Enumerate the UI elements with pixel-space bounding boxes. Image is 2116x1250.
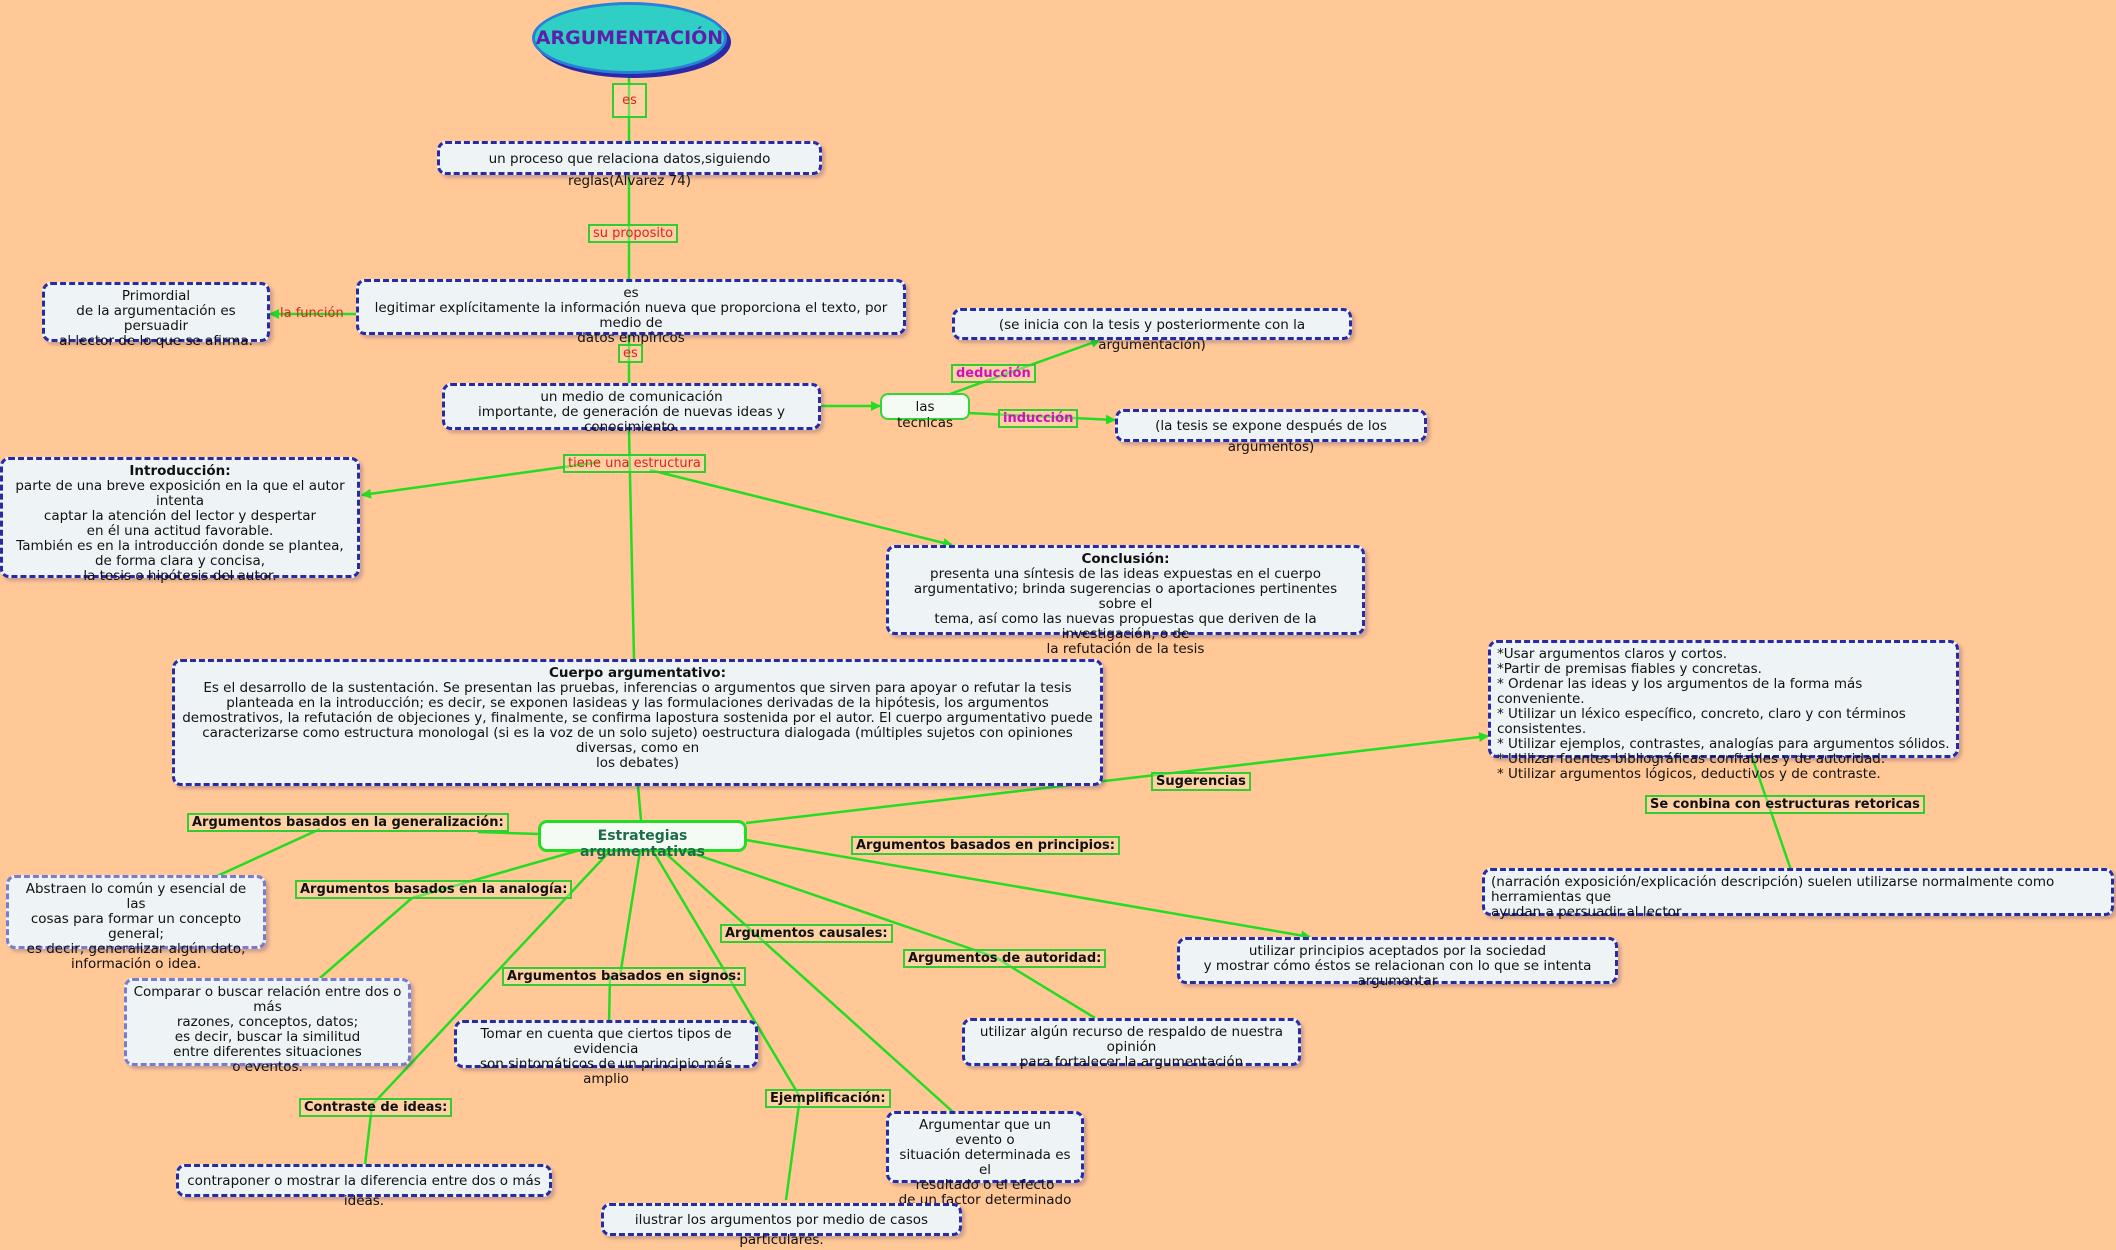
connector (784, 1096, 802, 1201)
connector (411, 848, 581, 900)
connector (745, 732, 1489, 825)
connector (636, 785, 643, 821)
connector (361, 460, 601, 499)
conclusion-body: presenta una síntesis de las ideas expue… (913, 566, 1338, 657)
node-contraste: contraponer o mostrar la diferencia entr… (176, 1164, 552, 1209)
node-analogia: Comparar o buscar relación entre dos o m… (124, 978, 411, 1075)
label-signos: Argumentos basados en signos: (502, 967, 747, 986)
label-la-funcion: la función (280, 306, 344, 321)
node-las-tecnicas: las tecnicas (880, 393, 970, 431)
intro-body: parte de una breve exposición en la que … (15, 478, 345, 584)
node-primordial: Primordial de la argumentación es persua… (42, 282, 270, 349)
node-autoridad: utilizar algún recurso de respaldo de nu… (962, 1018, 1301, 1070)
node-conclusion: Conclusión: presenta una síntesis de las… (886, 545, 1365, 657)
connector (627, 429, 636, 660)
node-medio: un medio de comunicación importante, de … (442, 383, 821, 435)
node-retoricas: (narración exposición/explicación descri… (1482, 868, 2114, 920)
connector (618, 850, 642, 977)
label-causales: Argumentos causales: (720, 924, 893, 943)
node-causales: Argumentar que un evento o situación det… (886, 1111, 1084, 1208)
label-es: es (612, 83, 647, 118)
label-induccion: inducción (998, 409, 1079, 428)
connector (214, 827, 321, 879)
node-ejemplificacion: ilustrar los argumentos por medio de cas… (601, 1203, 962, 1248)
label-tiene-una-estructura: tiene una estructura (563, 454, 706, 473)
connector (949, 338, 1101, 396)
label-es-2: es (618, 344, 643, 363)
node-induccion: (la tesis se expone después de los argum… (1115, 409, 1427, 455)
node-signos: Tomar en cuenta que ciertos tipos de evi… (454, 1020, 758, 1087)
cuerpo-body: Es el desarrollo de la sustentación. Se … (182, 680, 1093, 771)
connector (649, 468, 953, 548)
connector (477, 830, 540, 836)
label-ejemplificacion: Ejemplificación: (765, 1089, 891, 1108)
intro-title: Introducción: (129, 463, 231, 479)
connector (651, 850, 802, 1098)
node-proceso: un proceso que relaciona datos,siguiendo… (437, 141, 822, 189)
node-introduccion: Introducción: parte de una breve exposic… (0, 457, 360, 584)
node-deduccion: (se inicia con la tesis y posteriormente… (952, 308, 1352, 353)
cuerpo-title: Cuerpo argumentativo: (549, 665, 726, 681)
main-title: ARGUMENTACIÓN (532, 2, 727, 74)
node-generalizacion: Abstraen lo común y esencial de las cosa… (6, 875, 266, 972)
connector (967, 411, 1116, 425)
label-principios: Argumentos basados en principios: (851, 836, 1120, 855)
label-analogia: Argumentos basados en la analogía: (295, 880, 573, 899)
node-cuerpo-argumentativo: Cuerpo argumentativo: Es el desarrollo d… (172, 659, 1103, 786)
label-deduccion: deducción (951, 364, 1036, 383)
label-se-conbina: Se conbina con estructuras retoricas (1645, 795, 1925, 814)
label-sugerencias: Sugerencias (1151, 772, 1251, 791)
connector (319, 897, 413, 979)
node-legitimar: es legitimar explícitamente la informaci… (356, 279, 906, 346)
node-sugerencias: *Usar argumentos claros y cortos. *Parti… (1488, 640, 1959, 782)
node-principios: utilizar principios aceptados por la soc… (1177, 937, 1618, 989)
label-autoridad: Argumentos de autoridad: (903, 949, 1107, 968)
label-generalizacion: Argumentos basados en la generalización: (187, 813, 509, 832)
label-contraste: Contraste de ideas: (299, 1098, 453, 1117)
connector (661, 849, 954, 1113)
conclusion-title: Conclusión: (1081, 551, 1170, 567)
label-su-proposito: su proposito (588, 224, 679, 243)
connector (679, 847, 996, 959)
node-estrategias-argumentativas: Estrategias argumentativas (538, 820, 747, 860)
connector (371, 850, 611, 1106)
connector (745, 838, 1311, 941)
